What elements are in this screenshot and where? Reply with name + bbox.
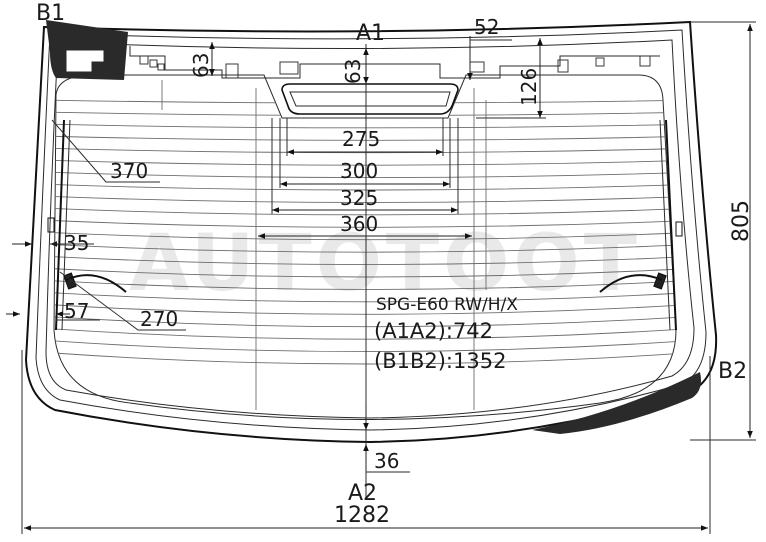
dim-1282-text: 1282	[334, 503, 390, 528]
dim-36-text: 36	[374, 449, 399, 473]
heating-grid-line	[54, 243, 676, 253]
heating-grid-line	[54, 135, 676, 141]
heating-grid-line	[54, 159, 676, 166]
heating-grid-line	[54, 291, 676, 303]
terminal-left	[47, 217, 55, 233]
dim-325-text: 325	[340, 186, 378, 210]
dim-63-left-text: 63	[189, 53, 213, 78]
dim-52-text: 52	[474, 15, 499, 39]
label-a2: A2	[348, 481, 377, 506]
label-b1: B1	[36, 1, 65, 26]
bus-bar-right-inner	[659, 119, 671, 331]
bus-bar-left	[55, 119, 65, 331]
frit-dark-corner-bottom-right	[532, 372, 701, 434]
dim-126-text: 126	[517, 68, 541, 106]
terminal-right-bottom	[653, 272, 667, 290]
b1b2-measure-text: (B1B2):1352	[374, 349, 506, 373]
heating-grid-line	[54, 255, 676, 265]
wiper-arc-right	[599, 274, 663, 293]
heating-grid-line	[54, 279, 676, 290]
dim-370-text: 370	[110, 159, 148, 183]
heating-grid-line	[54, 267, 676, 278]
terminal-right	[675, 221, 683, 237]
dim-805-text: 805	[729, 200, 754, 242]
heating-grid-line	[54, 171, 676, 178]
dim-270-text: 270	[140, 307, 178, 331]
heating-grid-line	[54, 315, 676, 328]
heating-grid-line	[54, 231, 676, 241]
heating-grid-line	[54, 207, 676, 216]
heating-grid-line	[54, 303, 676, 315]
frit-border-line	[45, 39, 695, 419]
frit-corner-detail	[65, 49, 105, 73]
heating-grid-line	[54, 339, 676, 352]
heating-grid-lines	[54, 99, 676, 365]
heating-grid-boundary	[53, 74, 677, 420]
dim-370-leader	[51, 119, 160, 183]
heating-grid-line	[54, 351, 676, 365]
glass-inner-outline	[35, 29, 707, 431]
dim-275-text: 275	[342, 127, 380, 151]
dim-63-center-text: 63	[341, 59, 365, 84]
bus-bar-right	[665, 119, 677, 331]
label-b2: B2	[718, 359, 747, 384]
terminal-left-bottom	[63, 272, 77, 290]
dim-35-text: 35	[64, 231, 89, 255]
heating-grid-line	[54, 123, 676, 129]
bus-bar-left-inner	[61, 119, 71, 331]
dim-300-text: 300	[340, 159, 378, 183]
dim-verticals	[271, 118, 459, 214]
dim-360-text: 360	[340, 212, 378, 236]
heating-grid-line	[54, 195, 676, 203]
heating-grid-line	[54, 183, 676, 191]
wiper-arc-left	[65, 274, 127, 293]
stop-lamp-inner	[289, 91, 451, 107]
heating-grid-line	[54, 327, 676, 340]
a1a2-measure-text: (A1A2):742	[374, 319, 493, 343]
dim-57-text: 57	[64, 299, 89, 323]
heating-grid-line	[54, 219, 676, 228]
part-model-text: SPG-E60 RW/H/X	[376, 295, 518, 315]
stop-lamp-cutout	[281, 83, 459, 115]
label-a1: A1	[356, 21, 385, 46]
dim-270-leader	[59, 271, 186, 331]
